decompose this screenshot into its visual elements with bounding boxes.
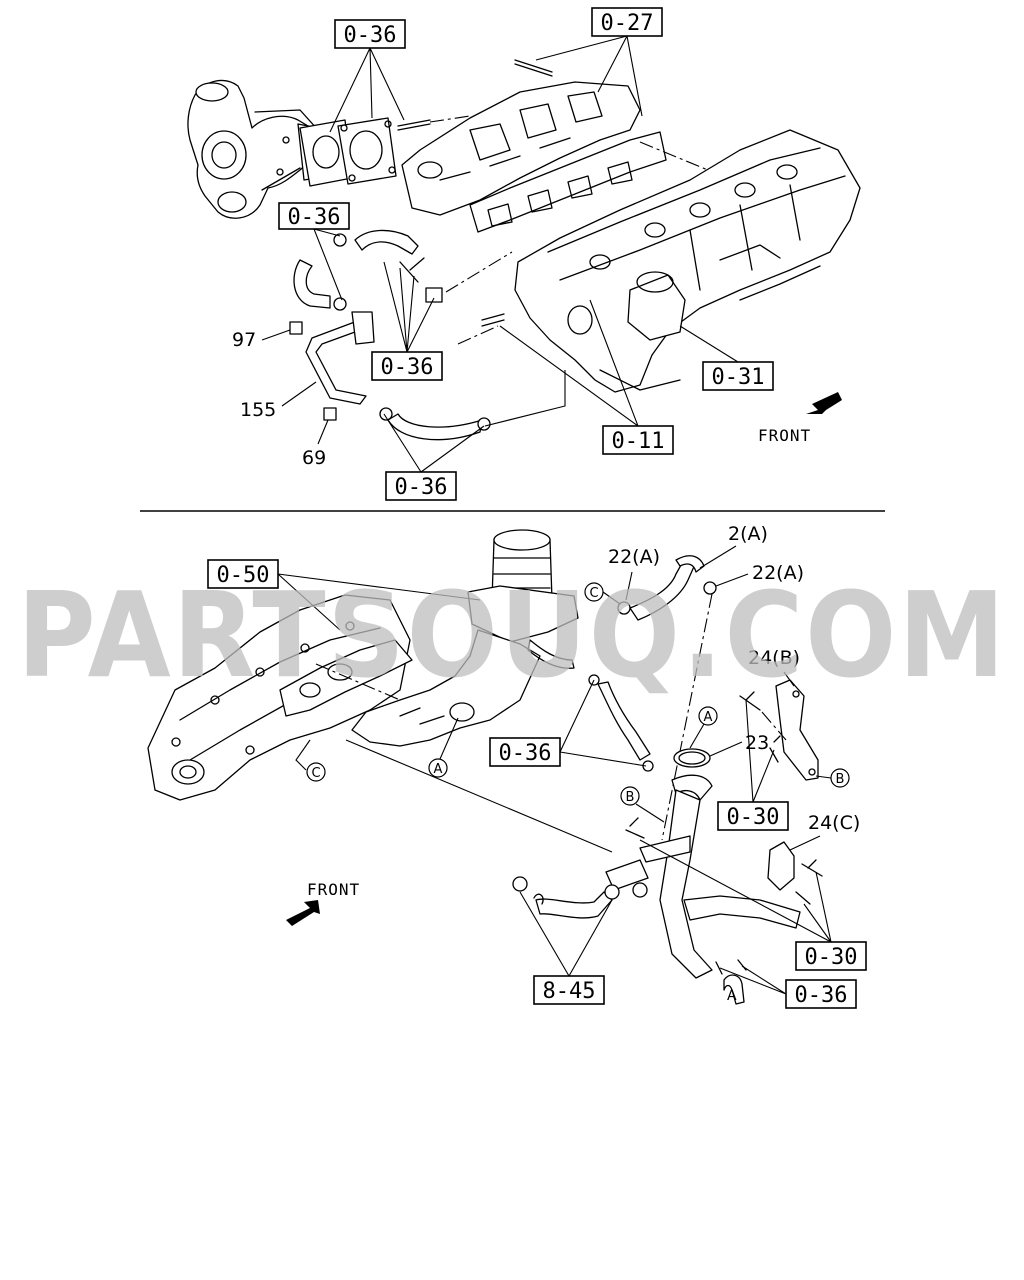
ref-box-0-30-upper[interactable]: 0-30 — [717, 801, 789, 831]
svg-text:0-30: 0-30 — [805, 945, 858, 970]
svg-text:0-36: 0-36 — [499, 741, 552, 766]
marker-a-small-hose: A — [727, 988, 737, 1004]
ref-box-0-36-lower-right[interactable]: 0-36 — [785, 979, 857, 1009]
svg-text:B: B — [626, 790, 635, 805]
bolts-upper — [289, 257, 505, 421]
callout-69: 69 — [302, 447, 326, 469]
small-hose-a — [723, 974, 745, 1005]
stud-bolt — [397, 119, 431, 131]
svg-text:0-36: 0-36 — [344, 23, 397, 48]
svg-text:0-36: 0-36 — [395, 475, 448, 500]
svg-text:0-11: 0-11 — [612, 429, 665, 454]
water-hoses-lower — [588, 555, 717, 772]
o-ring-23 — [673, 748, 711, 768]
ref-box-0-36-middle[interactable]: 0-36 — [371, 351, 443, 381]
egr-cooler-illustration — [351, 529, 579, 747]
ref-box-0-31[interactable]: 0-31 — [702, 361, 774, 391]
svg-text:B: B — [836, 772, 845, 787]
front-label-lower: FRONT — [307, 880, 360, 899]
bracket-24c — [767, 841, 795, 891]
exhaust-manifold-illustration — [401, 81, 641, 216]
bolts-lower — [625, 691, 823, 975]
water-hoses-upper — [293, 229, 491, 441]
front-label-upper: FRONT — [758, 426, 811, 445]
marker-b-pipe: B — [620, 786, 640, 806]
svg-text:0-50: 0-50 — [217, 563, 270, 588]
ref-box-0-27[interactable]: 0-27 — [591, 7, 663, 37]
marker-a-manifold: A — [428, 758, 448, 778]
turbo-gaskets — [299, 117, 397, 187]
front-arrow-lower — [286, 900, 320, 926]
svg-text:A: A — [434, 762, 443, 777]
svg-text:0-27: 0-27 — [601, 11, 654, 36]
callout-24c: 24(C) — [808, 812, 860, 834]
watermark-text: PARTSOUQ.COM — [17, 566, 1007, 704]
ref-box-0-50[interactable]: 0-50 — [207, 559, 279, 589]
manifold-gasket — [469, 131, 667, 233]
callout-23: 23 — [745, 732, 769, 754]
ref-box-0-11[interactable]: 0-11 — [602, 425, 674, 455]
callout-22a-left: 22(A) — [608, 546, 660, 568]
water-pipe-illustration — [605, 774, 801, 979]
egr-gasket — [279, 639, 413, 717]
svg-text:0-30: 0-30 — [727, 805, 780, 830]
svg-text:C: C — [589, 586, 598, 601]
callout-2a: 2(A) — [728, 523, 768, 545]
ref-box-0-36-lower-left[interactable]: 0-36 — [489, 737, 561, 767]
ref-box-0-36-top[interactable]: 0-36 — [334, 19, 406, 49]
cylinder-head-illustration — [514, 129, 861, 393]
callout-155: 155 — [240, 399, 276, 421]
svg-text:C: C — [311, 766, 320, 781]
callout-97: 97 — [232, 329, 256, 351]
marker-c-left: C — [306, 762, 326, 782]
marker-b-bracket: B — [830, 768, 850, 788]
hose-8-45-illustration — [512, 876, 620, 919]
svg-text:0-31: 0-31 — [712, 365, 765, 390]
ref-box-0-36-left[interactable]: 0-36 — [278, 202, 350, 230]
svg-text:A: A — [704, 710, 713, 725]
svg-text:8-45: 8-45 — [543, 979, 596, 1004]
ref-box-0-30-lower[interactable]: 0-30 — [795, 941, 867, 971]
ref-box-8-45[interactable]: 8-45 — [533, 975, 605, 1005]
manifold-stud — [514, 59, 553, 77]
front-arrow-upper — [806, 392, 842, 414]
callout-24b: 24(B) — [748, 647, 800, 669]
ref-box-0-36-bottom-upper[interactable]: 0-36 — [385, 471, 457, 501]
marker-a-hose: A — [698, 706, 718, 726]
svg-text:0-36: 0-36 — [288, 205, 341, 230]
svg-text:0-36: 0-36 — [795, 983, 848, 1008]
svg-text:0-36: 0-36 — [381, 355, 434, 380]
callout-22a-right: 22(A) — [752, 562, 804, 584]
